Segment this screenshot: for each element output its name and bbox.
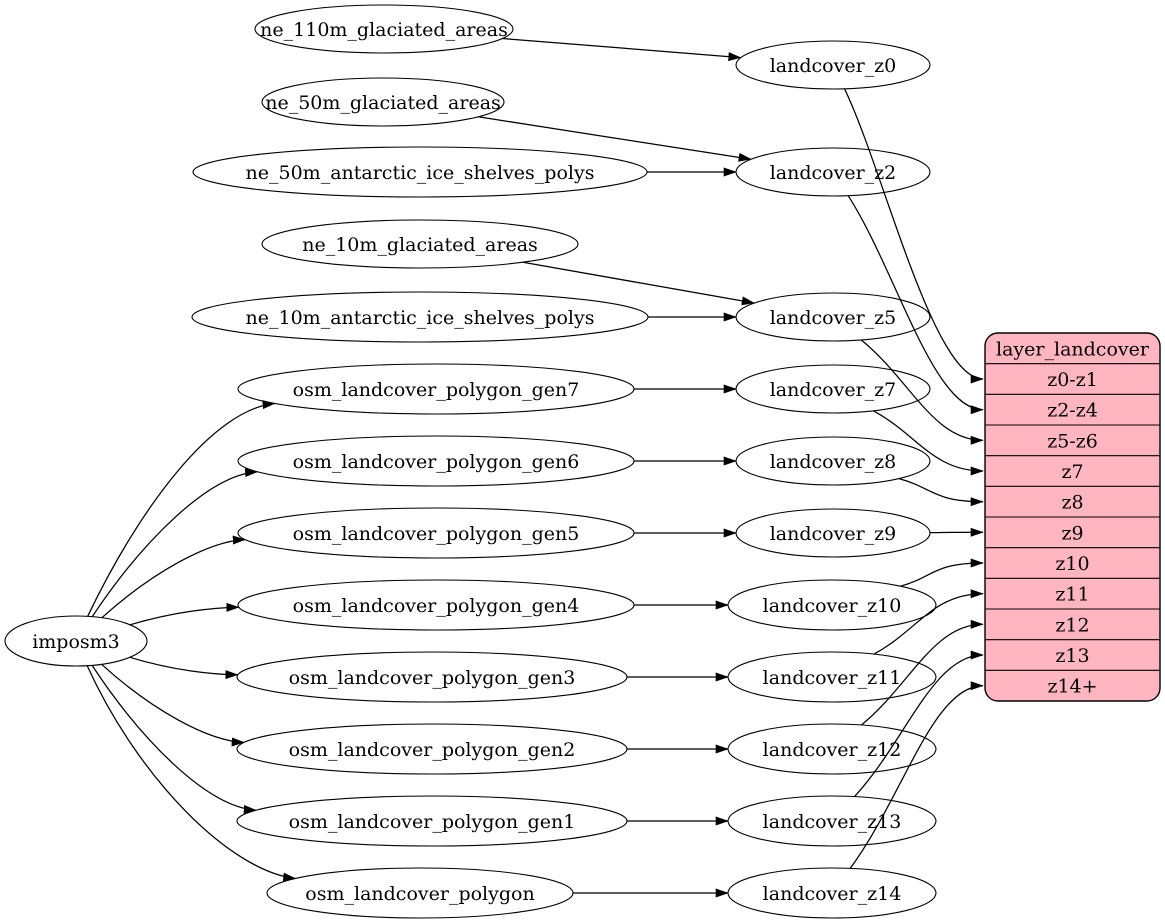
edge-landcover_z12-to-z12 (861, 619, 984, 726)
node-landcover_z12: landcover_z12 (727, 723, 937, 775)
edge-imposm3-to-osm_landcover_polygon_gen1 (91, 665, 257, 814)
node-ellipse (4, 615, 148, 667)
node-label: osm_landcover_polygon_gen7 (293, 379, 580, 401)
node-landcover_z0: landcover_z0 (735, 40, 931, 90)
node-landcover_z11: landcover_z11 (727, 651, 937, 703)
node-label: landcover_z14 (763, 883, 902, 905)
edge-ne_10m_glaciated_areas-to-landcover_z5 (522, 261, 755, 306)
edge-landcover_z14-to-z14+ (849, 681, 984, 869)
node-label: landcover_z2 (770, 162, 897, 184)
node-ne_10m_antarctic_ice_shelves_polys: ne_10m_antarctic_ice_shelves_polys (191, 291, 649, 343)
node-label: osm_landcover_polygon_gen5 (293, 523, 580, 545)
edge-landcover_z7-to-z7 (873, 410, 984, 476)
record-layer_landcover: layer_landcover z0-z1 z2-z4 z5-z6 z7 z8 z9 z10 z… (984, 332, 1161, 702)
node-ellipse (735, 40, 931, 90)
node-landcover_z8: landcover_z8 (735, 436, 931, 486)
edge-imposm3-to-osm_landcover_polygon_gen2 (101, 663, 245, 747)
node-label: osm_landcover_polygon_gen6 (293, 451, 580, 473)
node-osm_landcover_polygon_gen7: osm_landcover_polygon_gen7 (237, 363, 635, 415)
node-osm_landcover_polygon_gen1: osm_landcover_polygon_gen1 (236, 795, 628, 847)
edge-landcover_z11-to-z11 (873, 589, 984, 655)
edge-imposm3-to-osm_landcover_polygon_gen5 (101, 535, 246, 619)
node-label: landcover_z8 (770, 451, 897, 473)
node-label: ne_10m_antarctic_ice_shelves_polys (246, 307, 595, 329)
record-row-z9: z9 (1061, 522, 1083, 544)
node-ellipse (254, 4, 514, 54)
node-label: landcover_z12 (763, 739, 902, 761)
edge-imposm3-to-osm_landcover_polygon_gen6 (91, 468, 259, 618)
edges-layer (86, 37, 984, 898)
node-label: landcover_z13 (763, 811, 902, 833)
node-osm_landcover_polygon_gen3: osm_landcover_polygon_gen3 (236, 651, 628, 703)
node-label: ne_50m_glaciated_areas (265, 92, 501, 114)
record-row-z5-z6: z5-z6 (1047, 430, 1098, 452)
record-row-z14+: z14+ (1047, 676, 1097, 698)
node-ne_10m_glaciated_areas: ne_10m_glaciated_areas (261, 219, 579, 269)
record-row-z11: z11 (1055, 584, 1089, 606)
node-landcover_z2: landcover_z2 (735, 147, 931, 197)
node-label: landcover_z9 (770, 523, 897, 545)
node-landcover_z13: landcover_z13 (727, 795, 937, 847)
node-osm_landcover_polygon_gen6: osm_landcover_polygon_gen6 (237, 435, 635, 487)
node-label: ne_10m_glaciated_areas (302, 234, 538, 256)
edge-imposm3-to-osm_landcover_polygon_gen4 (129, 602, 240, 626)
node-label: landcover_z7 (770, 379, 897, 401)
node-imposm3: imposm3 (4, 615, 148, 667)
node-osm_landcover_polygon_gen2: osm_landcover_polygon_gen2 (236, 723, 628, 775)
node-ellipse (261, 77, 505, 127)
edge-ne_50m_glaciated_areas-to-landcover_z2 (478, 116, 752, 162)
node-label: landcover_z11 (763, 667, 902, 689)
node-label: imposm3 (32, 631, 120, 653)
node-landcover_z9: landcover_z9 (735, 508, 931, 558)
node-label: osm_landcover_polygon (305, 883, 534, 905)
node-osm_landcover_polygon_gen4: osm_landcover_polygon_gen4 (237, 579, 635, 631)
node-ne_110m_glaciated_areas: ne_110m_glaciated_areas (254, 4, 514, 54)
edge-landcover_z0-to-z0-z1 (843, 88, 984, 384)
edge-landcover_z13-to-z13 (854, 650, 984, 798)
record-row-z0-z1: z0-z1 (1047, 369, 1098, 391)
edge-imposm3-to-osm_landcover_polygon_gen7 (87, 400, 276, 617)
edge-landcover_z5-to-z5-z6 (860, 339, 984, 445)
record-row-z13: z13 (1055, 645, 1089, 667)
edge-landcover_z8-to-z8 (898, 477, 984, 507)
node-label: landcover_z0 (770, 55, 897, 77)
node-landcover_z5: landcover_z5 (735, 292, 931, 342)
edge-imposm3-to-osm_landcover_polygon (86, 665, 297, 882)
node-label: osm_landcover_polygon_gen3 (289, 667, 576, 689)
node-label: ne_50m_antarctic_ice_shelves_polys (246, 162, 595, 184)
record-row-z12: z12 (1055, 614, 1089, 636)
edge-imposm3-to-osm_landcover_polygon_gen3 (129, 656, 239, 680)
node-osm_landcover_polygon_gen5: osm_landcover_polygon_gen5 (237, 507, 635, 559)
edge-landcover_z2-to-z2-z4 (847, 195, 984, 415)
node-osm_landcover_polygon: osm_landcover_polygon (266, 867, 574, 919)
node-landcover_z7: landcover_z7 (735, 364, 931, 414)
edge-landcover_z10-to-z10 (900, 558, 984, 587)
record-title: layer_landcover (996, 338, 1150, 360)
record-row-z2-z4: z2-z4 (1047, 400, 1098, 422)
node-ellipse (261, 219, 579, 269)
node-label: osm_landcover_polygon_gen1 (289, 811, 576, 833)
node-label: landcover_z5 (770, 307, 897, 329)
node-ne_50m_glaciated_areas: ne_50m_glaciated_areas (261, 77, 505, 127)
node-label: landcover_z10 (763, 595, 902, 617)
node-landcover_z10: landcover_z10 (727, 579, 937, 631)
node-label: osm_landcover_polygon_gen4 (293, 595, 580, 617)
nodes-layer: ne_110m_glaciated_areas ne_50m_glaciated_… (4, 4, 1161, 919)
edge-ne_110m_glaciated_areas-to-landcover_z0 (502, 37, 742, 62)
node-label: osm_landcover_polygon_gen2 (289, 739, 576, 761)
node-label: ne_110m_glaciated_areas (260, 19, 508, 41)
record-row-z7: z7 (1061, 461, 1083, 483)
record-row-z10: z10 (1055, 553, 1089, 575)
node-landcover_z14: landcover_z14 (727, 867, 937, 919)
record-row-z8: z8 (1061, 492, 1083, 514)
node-ne_50m_antarctic_ice_shelves_polys: ne_50m_antarctic_ice_shelves_polys (192, 146, 648, 198)
